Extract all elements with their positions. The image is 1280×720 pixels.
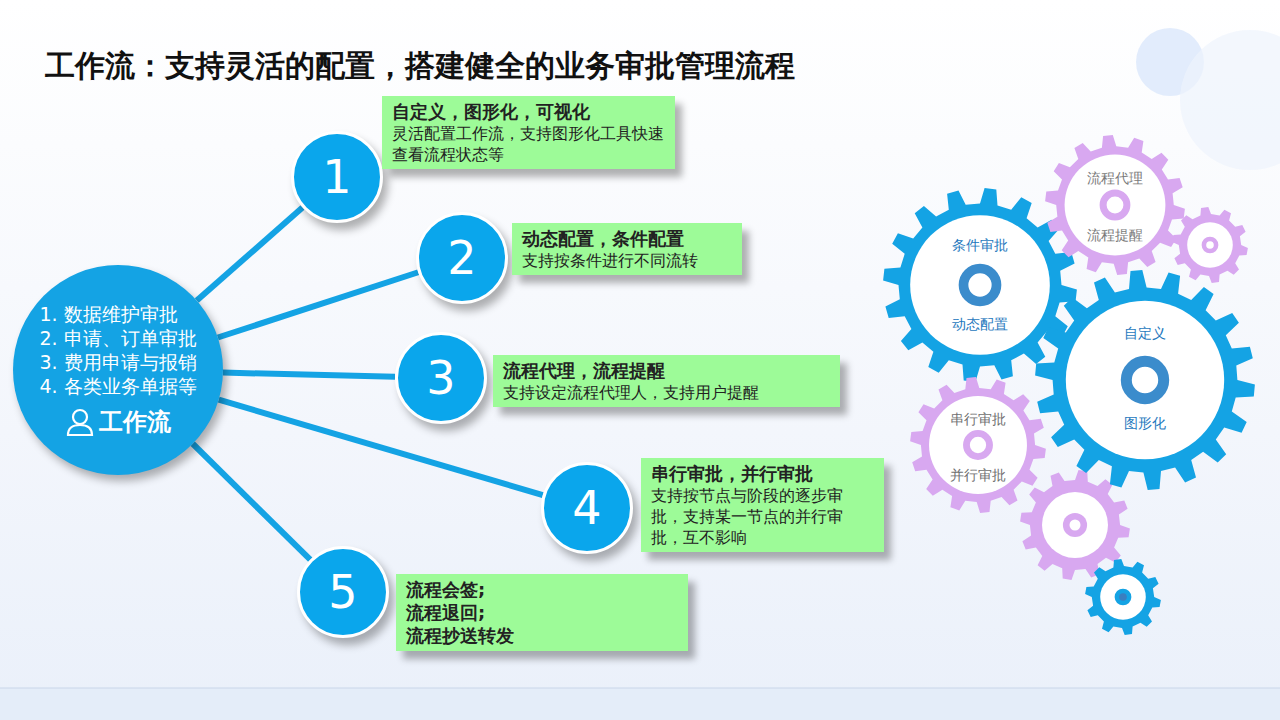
callout-number: 4 [572, 481, 601, 535]
box-heading: 动态配置，条件配置 [522, 227, 732, 250]
deco-gear-face [1100, 574, 1146, 620]
gear-shape: 条件审批动态配置 [883, 188, 1077, 382]
box-heading: 串行审批，并行审批 [651, 462, 874, 485]
list-item: 1. 数据维护审批 [39, 302, 196, 326]
deco-gear-face [1187, 222, 1233, 268]
deco-bubble [1180, 30, 1280, 170]
box-heading: 自定义，图形化，可视化 [392, 100, 665, 123]
connector-line [223, 373, 395, 377]
connector-line [197, 207, 303, 300]
number-circle: 1 [291, 131, 383, 223]
deco-gear [1020, 470, 1130, 580]
feature-box: 自定义，图形化，可视化灵活配置工作流，支持图形化工具快速查看流程状态等 [382, 96, 675, 169]
bottom-rule [0, 688, 1280, 689]
deco-gear [1085, 559, 1161, 635]
label-row: 工作流 [65, 406, 171, 438]
user-icon [65, 407, 95, 437]
gear-hub [1103, 193, 1127, 217]
box-heading: 流程代理，流程提醒 [503, 359, 830, 382]
deco-gear-hub [1202, 237, 1219, 254]
list-item: 4. 各类业务单据等 [39, 374, 196, 398]
deco-gear-hole [1206, 241, 1214, 249]
feature-box: 流程代理，流程提醒支持设定流程代理人，支持用户提醒 [493, 355, 840, 407]
gear-hub [966, 433, 989, 456]
box-body: 支持设定流程代理人，支持用户提醒 [503, 382, 830, 403]
gear-hub [1126, 361, 1163, 398]
gear-teeth [1035, 270, 1255, 490]
gear-label: 流程提醒 [1045, 227, 1185, 245]
number-circle: 4 [541, 462, 633, 554]
box-heading: 流程抄送转发 [406, 624, 678, 647]
gear-shape: 串行审批并行审批 [910, 377, 1046, 513]
deco-gear-hub [1063, 513, 1087, 537]
gear-label: 流程代理 [1045, 170, 1185, 188]
gear-teeth [883, 188, 1077, 382]
deco-gear-hole [1070, 520, 1081, 531]
gear-face [910, 215, 1050, 355]
gear-label: 并行审批 [910, 467, 1046, 485]
number-circle: 2 [416, 212, 508, 304]
gear-hub [964, 269, 997, 302]
list-item: 3. 费用申请与报销 [39, 350, 196, 374]
list-item: 2. 申请、订单审批 [39, 326, 196, 350]
page-title: 工作流：支持灵活的配置，搭建健全的业务审批管理流程 [45, 46, 795, 87]
box-body: 灵活配置工作流，支持图形化工具快速查看流程状态等 [392, 123, 665, 165]
box-body: 支持按节点与阶段的逐步审批，支持某一节点的并行审批，互不影响 [651, 485, 874, 548]
gear-outline [1045, 135, 1185, 275]
number-circle: 5 [297, 546, 389, 638]
gear-outline [883, 188, 1077, 382]
connector-line [218, 272, 418, 337]
feature-box: 流程会签;流程退回;流程抄送转发 [396, 574, 688, 651]
box-body: 支持按条件进行不同流转 [522, 250, 732, 271]
gear-outline [1035, 270, 1255, 490]
bottom-band [0, 688, 1280, 720]
feature-box: 串行审批，并行审批支持按节点与阶段的逐步审批，支持某一节点的并行审批，互不影响 [641, 458, 884, 552]
item-list: 1. 数据维护审批2. 申请、订单审批3. 费用申请与报销4. 各类业务单据等 [39, 302, 196, 398]
gear-teeth [910, 377, 1046, 513]
gear-shape: 自定义图形化 [1035, 270, 1255, 490]
deco-gear-hub [1115, 589, 1132, 606]
deco-gear-hole [1119, 593, 1127, 601]
gear-label: 图形化 [1035, 415, 1255, 433]
user-icon-body [68, 425, 92, 435]
gear-label: 自定义 [1035, 325, 1255, 343]
connector-line [193, 444, 311, 560]
gear-face [1066, 301, 1224, 459]
callout-number: 2 [447, 231, 476, 285]
box-heading: 流程退回; [406, 601, 678, 624]
callout-number: 3 [426, 351, 455, 405]
gear-outline [910, 377, 1046, 513]
callout-number: 5 [328, 565, 357, 619]
box-heading: 流程会签; [406, 578, 678, 601]
hub-circle: 1. 数据维护审批2. 申请、订单审批3. 费用申请与报销4. 各类业务单据等工… [13, 265, 223, 475]
user-icon-head [73, 410, 87, 424]
gear-label: 条件审批 [883, 237, 1077, 255]
gear-teeth [1045, 135, 1185, 275]
feature-box: 动态配置，条件配置支持按条件进行不同流转 [512, 223, 742, 275]
callout-number: 1 [322, 150, 351, 204]
number-circle: 3 [395, 332, 487, 424]
deco-gear-face [1042, 492, 1108, 558]
connector-line [219, 400, 543, 495]
hub-label: 工作流 [99, 406, 171, 438]
gear-label: 串行审批 [910, 411, 1046, 429]
gear-shape: 流程代理流程提醒 [1045, 135, 1185, 275]
